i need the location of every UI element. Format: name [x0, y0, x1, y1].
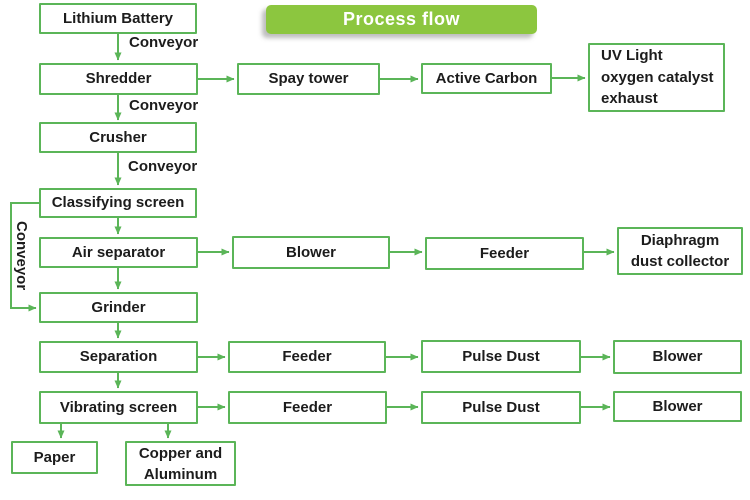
node-label: Lithium Battery [62, 9, 173, 27]
node-label: Blower [652, 397, 703, 415]
node-lithium-battery: Lithium Battery [39, 3, 197, 34]
node-label: Shredder [85, 70, 152, 87]
node-label: Feeder [282, 398, 333, 416]
node-feeder-air: Feeder [425, 237, 584, 270]
node-label: Feeder [479, 244, 530, 262]
node-label: Blower [652, 348, 703, 365]
node-label: Separation [79, 348, 158, 365]
node-label: Classifying screen [51, 194, 185, 211]
node-pulse-dust-vibrating: Pulse Dust [421, 391, 581, 424]
node-copper-aluminum: Copper and Aluminum [125, 441, 236, 486]
node-air-separator: Air separator [39, 237, 198, 268]
node-label-line: Diaphragm [640, 232, 720, 249]
conveyor-label-1: Conveyor [129, 34, 199, 51]
conveyor-bypass-line [10, 202, 39, 312]
node-label: Feeder [282, 348, 332, 365]
node-feeder-vibrating: Feeder [228, 391, 387, 424]
node-grinder: Grinder [39, 292, 198, 323]
node-label-line: dust collector [630, 253, 730, 270]
node-label: Pulse Dust [462, 347, 540, 365]
node-separation: Separation [39, 341, 198, 373]
node-diaphragm-dust-collector: Diaphragm dust collector [617, 227, 743, 275]
node-shredder: Shredder [39, 63, 198, 95]
node-classifying-screen: Classifying screen [39, 188, 197, 218]
node-crusher: Crusher [39, 122, 197, 153]
node-uv-light-exhaust: UV Light oxygen catalyst exhaust [588, 43, 725, 112]
node-label: Blower [285, 243, 336, 261]
node-label: Air separator [71, 243, 166, 261]
node-paper: Paper [11, 441, 98, 474]
node-pulse-dust-separation: Pulse Dust [421, 340, 581, 373]
node-spay-tower: Spay tower [237, 63, 380, 95]
node-label: Active Carbon [435, 69, 538, 87]
node-label: Grinder [91, 298, 146, 316]
banner-label: Process flow [342, 9, 461, 29]
process-flow-banner: Process flow [266, 5, 537, 34]
node-active-carbon: Active Carbon [421, 63, 552, 94]
conveyor-label-3: Conveyor [128, 158, 198, 175]
node-feeder-separation: Feeder [228, 341, 386, 373]
node-label-line: exhaust [601, 90, 658, 108]
node-label-line: Copper and [138, 444, 223, 462]
node-label: Crusher [89, 128, 147, 146]
node-label: Vibrating screen [59, 398, 178, 416]
node-label: Spay tower [268, 70, 349, 87]
conveyor-label-vertical: Conveyor [13, 221, 30, 291]
node-blower-air: Blower [232, 236, 390, 269]
node-label-line: UV Light [601, 46, 663, 64]
conveyor-label-2: Conveyor [129, 97, 199, 114]
node-label: Paper [33, 448, 76, 466]
node-blower-separation: Blower [613, 340, 742, 374]
node-blower-vibrating: Blower [613, 391, 742, 422]
node-vibrating-screen: Vibrating screen [39, 391, 198, 424]
node-label-line: Aluminum [143, 465, 218, 483]
node-label-line: oxygen catalyst [601, 68, 714, 86]
node-label: Pulse Dust [462, 398, 540, 416]
